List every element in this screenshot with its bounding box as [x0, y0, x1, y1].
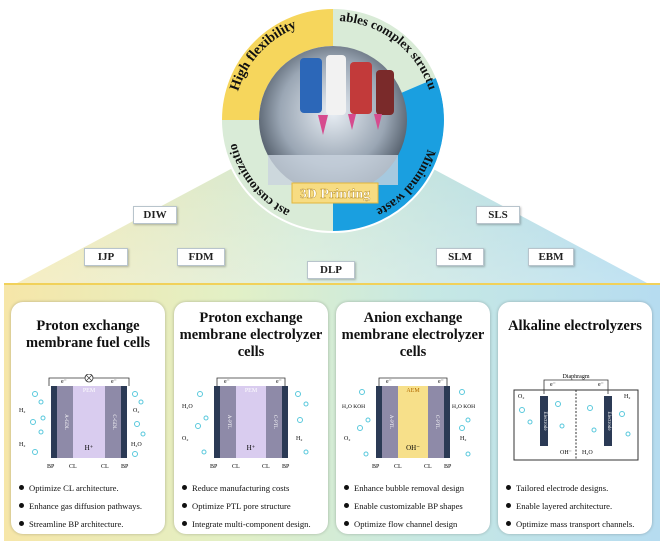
bullet-list: Optimize CL architecture. Enhance gas di…: [19, 482, 163, 536]
electron-label: e⁻: [550, 382, 556, 388]
species-label: H₂: [460, 436, 466, 442]
bottom-label: CL: [394, 464, 402, 470]
pemfc-diagram: e⁻ e⁻ PEM A-GDL C-GDL H⁺ H₂ H₂ O₂ H₂O BP…: [19, 374, 146, 470]
ion-label: OH⁻: [560, 450, 572, 456]
electron-label: e⁻: [111, 379, 117, 385]
bottom-label: CL: [232, 464, 240, 470]
process-tag-ebm: EBM: [528, 248, 574, 266]
bottom-label: CL: [262, 464, 270, 470]
printer-photo: [259, 46, 407, 194]
bullet-item: Optimize PTL pore structure: [182, 500, 326, 512]
ion-label: H⁺: [247, 444, 256, 452]
card-title: Alkaline electrolyzers: [508, 318, 642, 334]
species-label: O₂: [344, 436, 350, 442]
bullet-item: Enhance gas diffusion pathways.: [19, 500, 163, 512]
card-aemec: Anion exchange membrane electrolyzer cel…: [336, 302, 490, 534]
species-label: O₂: [182, 436, 188, 442]
card-title: Proton exchange membrane fuel cells: [25, 318, 151, 351]
bullet-item: Optimize CL architecture.: [19, 482, 163, 494]
membrane-label: PEM: [245, 388, 258, 394]
species-label: H₂O KOH: [342, 404, 365, 410]
process-tag-slm: SLM: [436, 248, 484, 266]
pyramid-background: High flexibility Enables complex structu…: [0, 0, 660, 290]
species-label: H₂: [19, 442, 25, 448]
aemec-diagram: e⁻ e⁻ AEM A-PTL C-PTL OH⁻ H₂O KOH O₂ H₂O…: [342, 377, 475, 470]
process-tag-sls: SLS: [476, 206, 520, 224]
bullet-item: Optimize flow channel design: [344, 518, 488, 530]
process-tag-dlp: DLP: [307, 261, 355, 279]
layer-label: A-PTL: [226, 415, 231, 429]
card-pemec: Proton exchange membrane electrolyzer ce…: [174, 302, 328, 534]
species-label: H₂O: [131, 442, 142, 448]
pemec-diagram: e⁻ e⁻ PEM A-PTL C-PTL H⁺ H₂O O₂ H₂ BP CL…: [182, 377, 309, 470]
species-label: O₂: [518, 394, 524, 400]
species-label: H₂O: [182, 404, 193, 410]
layer-label: A-PTL: [388, 415, 393, 429]
layer-label: Electrode: [542, 411, 547, 431]
bullet-item: Streamline BP architecture.: [19, 518, 163, 530]
center-label: 3D Printing: [300, 187, 370, 202]
layer-label: C-GDL: [111, 414, 116, 429]
bullet-item: Integrate multi-component design.: [182, 518, 326, 530]
ion-label: H⁺: [85, 444, 94, 452]
membrane-label: Diaphragm: [563, 374, 590, 380]
electron-label: e⁻: [276, 379, 282, 385]
bullet-item: Enable layered architecture.: [506, 500, 650, 512]
process-tag-diw: DIW: [133, 206, 177, 224]
membrane-label: PEM: [83, 388, 96, 394]
electron-label: e⁻: [61, 379, 67, 385]
bottom-label: CL: [101, 464, 109, 470]
bottom-label: BP: [282, 464, 290, 470]
bottom-label: CL: [424, 464, 432, 470]
bottom-label: CL: [69, 464, 77, 470]
layer-label: Electrode: [606, 411, 611, 431]
electron-label: e⁻: [598, 382, 604, 388]
ion-label: OH⁻: [406, 444, 420, 452]
layer-label: C-PTL: [272, 415, 277, 429]
bullet-item: Optimize mass transport channels.: [506, 518, 650, 530]
bullet-list: Reduce manufacturing costs Optimize PTL …: [182, 482, 326, 536]
bullet-list: Tailored electrode designs. Enable layer…: [506, 482, 650, 536]
process-tag-fdm: FDM: [177, 248, 225, 266]
species-label: H₂: [624, 394, 630, 400]
bullet-item: Enable customizable BP shapes: [344, 500, 488, 512]
bottom-label: BP: [372, 464, 380, 470]
card-title: Proton exchange membrane electrolyzer ce…: [179, 310, 323, 360]
species-label: O₂: [133, 408, 139, 414]
bullet-item: Reduce manufacturing costs: [182, 482, 326, 494]
alkaline-diagram: e⁻ e⁻ Diaphragm Electrode Electrode O₂ H…: [513, 374, 639, 461]
bottom-label: BP: [210, 464, 218, 470]
center-label-box: [291, 182, 379, 204]
species-label: H₂: [296, 436, 302, 442]
species-label: H₂O KOH: [452, 404, 475, 410]
electron-label: e⁻: [438, 379, 444, 385]
electron-label: e⁻: [386, 379, 392, 385]
electron-label: e⁻: [224, 379, 230, 385]
bottom-label: BP: [444, 464, 452, 470]
layer-label: C-PTL: [434, 415, 439, 429]
card-alkaline: Alkaline electrolyzers e⁻ e⁻ Diaphragm E…: [498, 302, 652, 534]
membrane-label: AEM: [406, 388, 420, 394]
layer-label: A-GDL: [63, 414, 68, 430]
bottom-label: BP: [47, 464, 55, 470]
bottom-label: H₂O: [582, 450, 593, 456]
bullet-item: Tailored electrode designs.: [506, 482, 650, 494]
bottom-label: BP: [121, 464, 129, 470]
bullet-list: Enhance bubble removal design Enable cus…: [344, 482, 488, 536]
card-pemfc: Proton exchange membrane fuel cells e⁻ e…: [11, 302, 165, 534]
species-label: H₂: [19, 408, 25, 414]
process-tag-ijp: IJP: [84, 248, 128, 266]
card-title: Anion exchange membrane electrolyzer cel…: [341, 310, 485, 360]
bullet-item: Enhance bubble removal design: [344, 482, 488, 494]
